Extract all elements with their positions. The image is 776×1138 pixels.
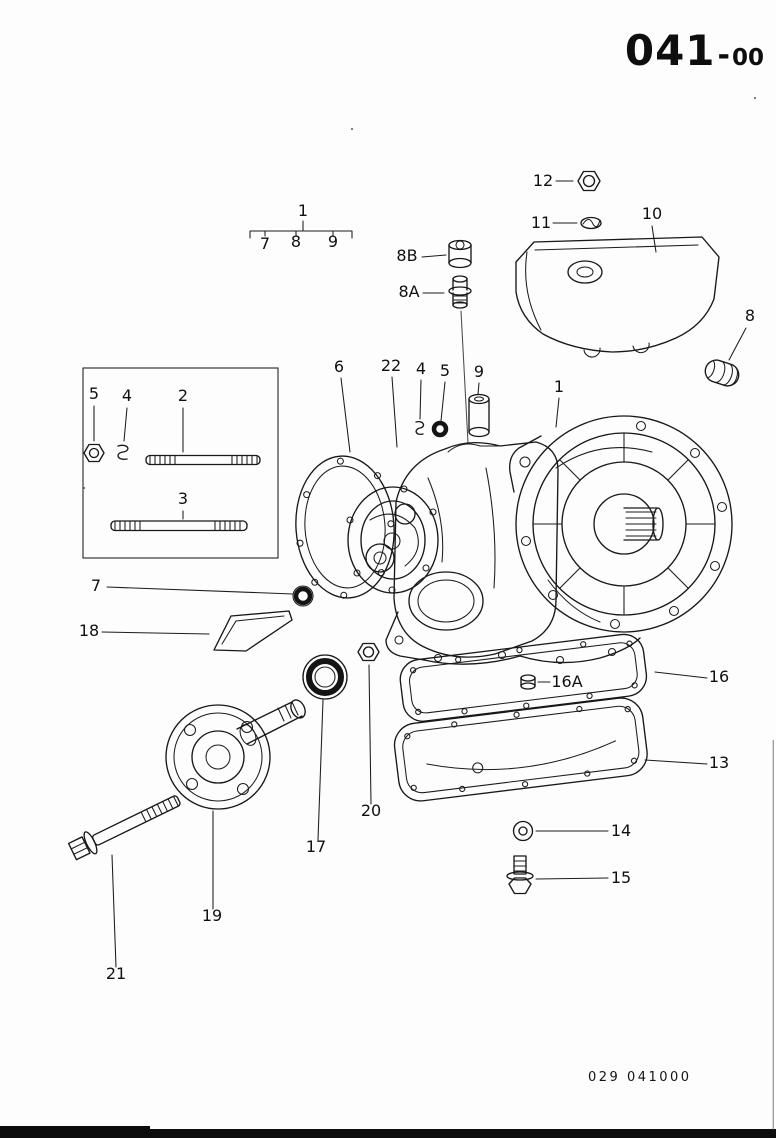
part-nut-5 <box>83 443 105 463</box>
page-code: 041 - 00 <box>625 26 764 75</box>
callout-13: 13 <box>709 753 729 772</box>
part-breather-plug-8a: 8A <box>398 275 472 444</box>
callout-8b: 8B <box>396 246 417 265</box>
part-stud-2 <box>145 454 261 466</box>
callout-17: 17 <box>306 837 326 856</box>
part-bolt-15: 15 <box>506 855 631 895</box>
part-ring-5-mid <box>431 420 449 438</box>
part-oil-pan-13: 13 <box>393 697 729 802</box>
part-plug-16a: 16A <box>520 672 583 691</box>
callout-6: 6 <box>334 357 344 376</box>
callout-11: 11 <box>531 213 551 232</box>
part-clip-4 <box>117 444 129 460</box>
callout-7-left: 7 <box>91 576 101 595</box>
callout-1-group: 1 <box>298 201 308 220</box>
callout-1-housing: 1 <box>554 377 564 396</box>
callout-8-right: 8 <box>745 306 755 325</box>
callout-22: 22 <box>381 356 401 375</box>
callout-9-group: 9 <box>328 232 338 251</box>
part-seal-17: 17 <box>302 654 348 856</box>
callout-16: 16 <box>709 667 729 686</box>
page-code-dash: - <box>717 38 730 73</box>
part-bell-housing-1 <box>509 415 733 633</box>
callout-4-box: 4 <box>122 386 132 405</box>
callout-2: 2 <box>178 386 188 405</box>
stud-box: 5 4 2 3 <box>82 367 279 559</box>
callout-9-mid: 9 <box>474 362 484 381</box>
callout-20: 20 <box>361 801 381 820</box>
footer-code: 029 041000 <box>588 1070 692 1085</box>
callout-16a: 16A <box>551 672 582 691</box>
part-pan-gasket-16: 16 16A <box>399 633 729 722</box>
page-code-sub: 00 <box>731 45 764 71</box>
part-stud-3 <box>110 520 248 532</box>
part-nut-20: 20 <box>357 642 381 820</box>
callout-3: 3 <box>178 489 188 508</box>
callout-15: 15 <box>611 868 631 887</box>
part-cylinder-9 <box>468 393 490 438</box>
callout-18: 18 <box>79 621 99 640</box>
part-clip-4-mid <box>415 420 425 436</box>
page-code-main: 041 <box>624 26 716 75</box>
scan-artifacts <box>0 97 776 1138</box>
part-gasket-18: 18 <box>79 610 293 652</box>
callout-8-group: 8 <box>291 232 301 251</box>
callout-group-1-7-8-9: 1 7 8 9 <box>249 201 353 253</box>
part-bolt-21: 21 <box>67 795 181 983</box>
callout-8a: 8A <box>398 282 419 301</box>
callout-14: 14 <box>611 821 631 840</box>
part-drive-flange-19: 19 <box>165 699 306 925</box>
part-gear-housing <box>385 441 641 665</box>
part-bushing-8b: 8B <box>396 239 472 269</box>
callout-12: 12 <box>533 171 553 190</box>
callout-7-group: 7 <box>260 234 270 253</box>
callout-5-mid: 5 <box>440 361 450 380</box>
callout-5-box: 5 <box>89 384 99 403</box>
part-hex-nut-12: 12 <box>533 170 601 192</box>
part-clip-11: 11 <box>531 213 602 232</box>
part-front-gasket-6 <box>295 455 395 599</box>
callout-4-mid: 4 <box>416 359 426 378</box>
callout-10: 10 <box>642 204 662 223</box>
part-cover-plate-10: 10 <box>515 204 720 358</box>
callout-row-mid: 6 22 4 5 9 1 <box>334 356 564 453</box>
part-ring-7: 7 <box>91 576 314 607</box>
part-washer-14: 14 <box>512 820 631 842</box>
callout-21: 21 <box>106 964 126 983</box>
callout-19: 19 <box>202 906 222 925</box>
part-spring-8: 8 <box>704 306 755 387</box>
